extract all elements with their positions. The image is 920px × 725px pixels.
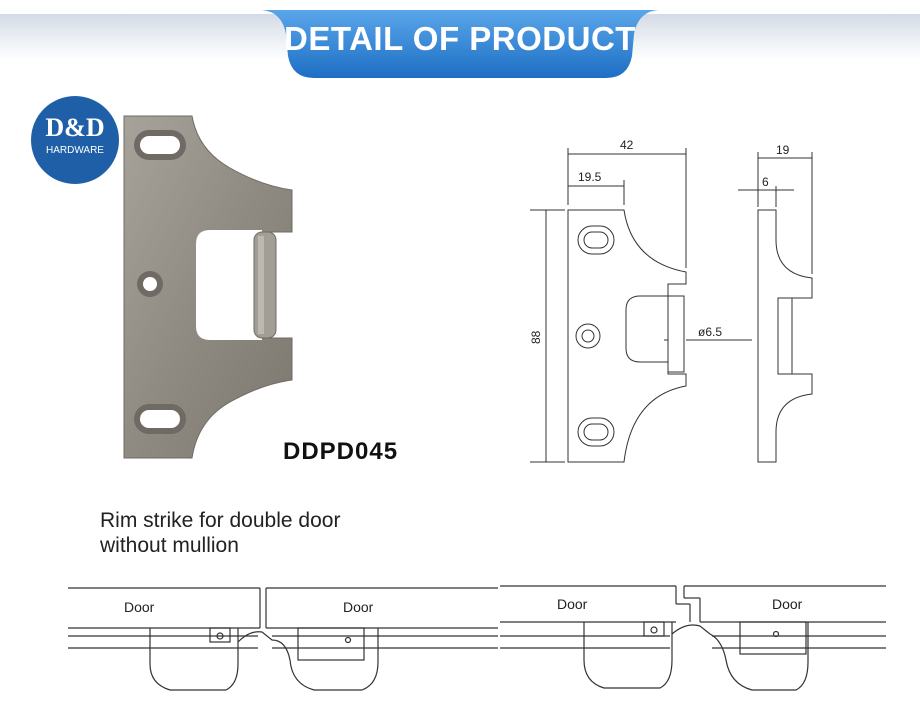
dim-height: 88 [529, 330, 543, 344]
product-code: DDPD045 [283, 438, 399, 465]
product-description: Rim strike for double door without mulli… [100, 508, 340, 558]
description-line: Rim strike for double door [100, 509, 341, 532]
product-photo [123, 115, 293, 459]
dim-total-width: 42 [620, 138, 634, 152]
dim-hole-diameter: ø6.5 [698, 325, 722, 339]
door-label: Door [124, 599, 155, 615]
door-diagram [68, 585, 886, 691]
banner-shape [262, 10, 658, 78]
door-label: Door [343, 599, 374, 615]
dim-depth: 19 [776, 143, 790, 157]
side-view-drawing [738, 152, 813, 463]
dim-thickness: 6 [762, 175, 769, 189]
dim-half-width: 19.5 [578, 170, 602, 184]
logo-name: D&D [45, 113, 105, 142]
banner-title: DETAIL OF PRODUCT [284, 20, 636, 57]
door-label: Door [772, 596, 803, 612]
brand-logo: D&D HARDWARE [31, 96, 119, 184]
logo-subtitle: HARDWARE [46, 145, 104, 156]
door-label: Door [557, 596, 588, 612]
description-line: without mullion [100, 534, 239, 557]
front-view-drawing [530, 148, 752, 463]
